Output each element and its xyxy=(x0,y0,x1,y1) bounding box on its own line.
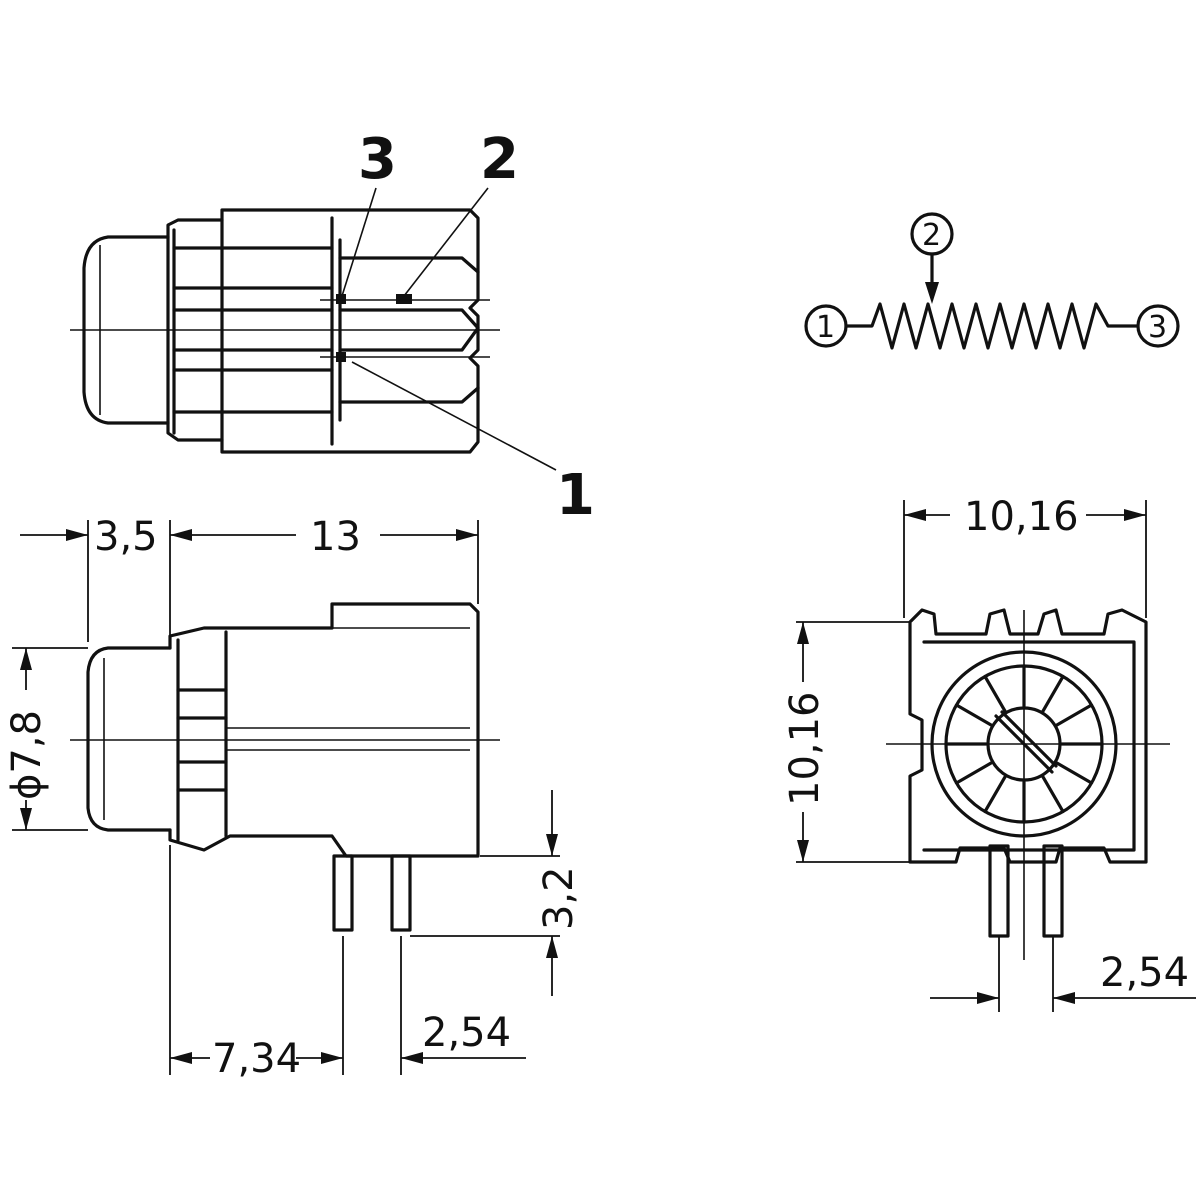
top-view: 3 2 1 xyxy=(70,127,595,528)
dim-pin-length: 3,2 xyxy=(536,866,582,930)
pin-label-1: 1 xyxy=(556,463,595,528)
front-view: 10,16 10,16 2,54 xyxy=(782,494,1196,1012)
terminal-2-label: 2 xyxy=(922,218,941,253)
dim-pin-pitch-side: 2,54 xyxy=(422,1010,511,1056)
dim-front-width: 10,16 xyxy=(964,494,1079,540)
dim-front-height: 10,16 xyxy=(782,691,828,806)
schematic-symbol: 1 2 3 xyxy=(804,212,1180,350)
rotor-spoke xyxy=(1041,674,1065,713)
terminal-3-label: 3 xyxy=(1148,310,1167,345)
dim-body-length: 13 xyxy=(310,514,361,560)
dim-diameter: ϕ7,8 xyxy=(4,710,50,800)
dim-pin-offset: 7,34 xyxy=(212,1036,301,1082)
rotor-spoke xyxy=(1055,761,1094,785)
rotor-spoke xyxy=(983,674,1007,713)
rotor-spoke xyxy=(954,703,993,727)
wiper-arrow xyxy=(925,282,939,304)
rotor-spoke xyxy=(1041,775,1065,814)
top-view-knob xyxy=(82,235,170,425)
pin-label-3: 3 xyxy=(358,127,397,192)
side-view-body-outline xyxy=(168,602,480,858)
rotor-spoke xyxy=(954,761,993,785)
resistor-zigzag xyxy=(844,302,1140,350)
dim-knob-depth: 3,5 xyxy=(94,514,158,560)
pin-label-2: 2 xyxy=(480,127,519,192)
side-view-knob xyxy=(86,646,172,832)
dim-front-pin-pitch: 2,54 xyxy=(1100,950,1189,996)
top-view-body-outline xyxy=(166,208,480,454)
rotor-spoke xyxy=(1055,703,1094,727)
side-view: 3,5 13 ϕ7,8 3,2 7,34 2,54 xyxy=(4,514,582,1082)
rotor-spoke xyxy=(983,775,1007,814)
terminal-1-label: 1 xyxy=(816,310,835,345)
